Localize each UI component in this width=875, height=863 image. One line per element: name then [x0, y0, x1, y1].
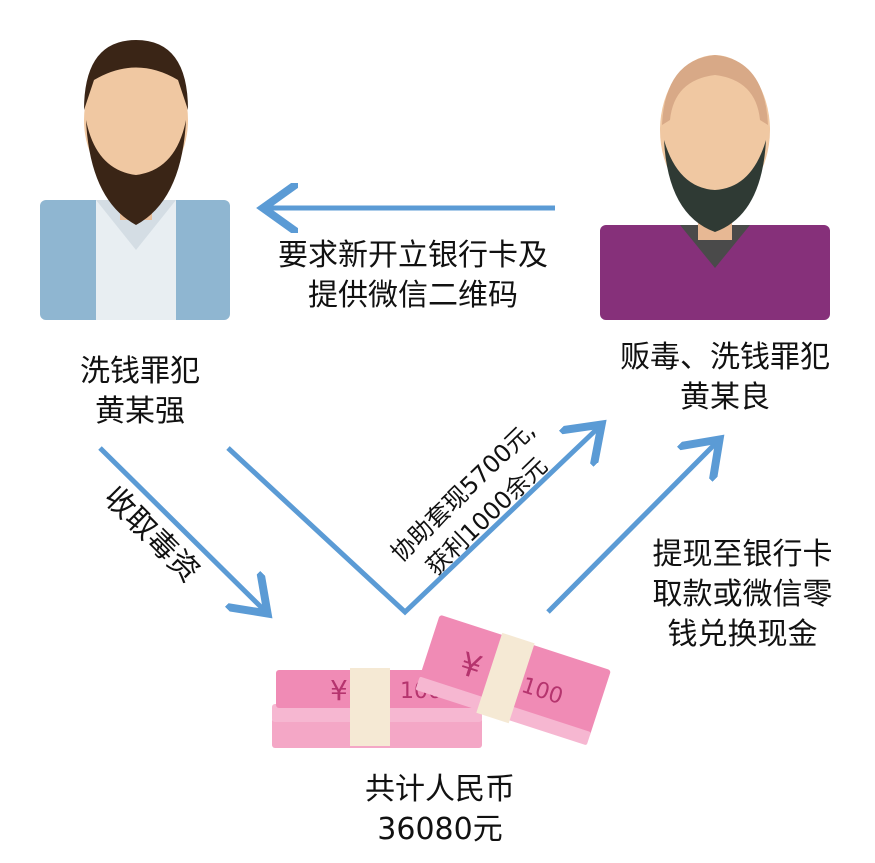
- arrow-money-to-right: [546, 443, 716, 614]
- right-person-label: 贩毒、洗钱罪犯 黄某良: [595, 338, 855, 418]
- money-label: 共计人民币 36080元: [330, 770, 550, 850]
- money-label-line2: 36080元: [377, 812, 503, 847]
- arrow-left-to-money: [98, 446, 264, 610]
- left-person-name-line1: 洗钱罪犯: [80, 354, 200, 389]
- top-arrow-label-line2: 提供微信二维码: [308, 278, 518, 313]
- right-arrow-label-line1: 提现至银行卡: [652, 537, 833, 572]
- left-person-name-line2: 黄某强: [95, 394, 185, 429]
- svg-text:¥: ¥: [330, 674, 348, 707]
- right-person-avatar: [600, 55, 830, 320]
- right-arrow-label-line2: 取款或微信零: [652, 577, 833, 612]
- left-person-avatar: [40, 40, 230, 320]
- money-stack: ¥ 100 ¥ 100: [272, 615, 611, 748]
- money-label-line1: 共计人民币: [365, 772, 515, 807]
- arrow-left-to-right-via-money: [226, 428, 598, 616]
- top-arrow-label: 要求新开立银行卡及 提供微信二维码: [248, 236, 578, 316]
- top-arrow-label-line1: 要求新开立银行卡及: [278, 238, 548, 273]
- left-person-label: 洗钱罪犯 黄某强: [45, 352, 235, 432]
- right-arrow-label: 提现至银行卡 取款或微信零 钱兑换现金: [630, 535, 855, 655]
- right-person-name-line2: 黄某良: [680, 380, 770, 415]
- right-arrow-label-line3: 钱兑换现金: [667, 617, 818, 652]
- right-person-name-line1: 贩毒、洗钱罪犯: [620, 340, 830, 375]
